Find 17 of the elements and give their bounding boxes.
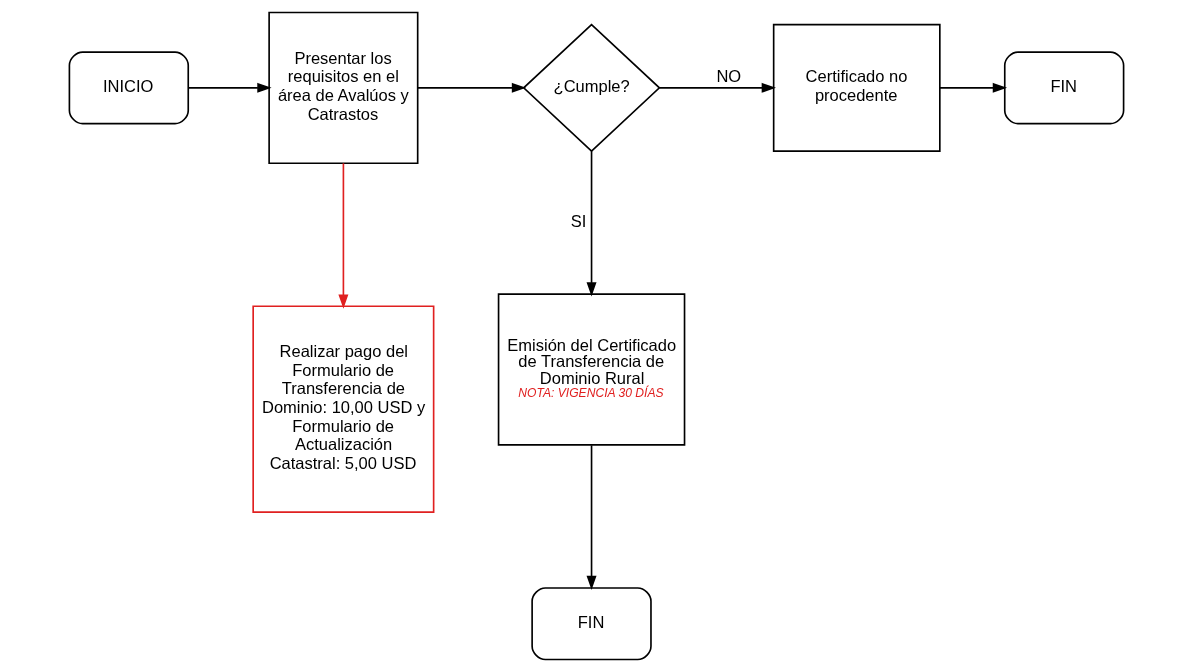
arrow [187,82,272,93]
node-diamond: ¿Cumple? [522,23,661,153]
edge-label: SI [570,211,586,230]
node-box: Certificado no procedente [772,23,941,152]
arrow [938,82,1007,93]
node-box: FIN [1003,51,1124,125]
edge-label: NO [715,67,741,86]
node-box: FIN [530,587,652,661]
arrow [586,150,597,297]
node-box: Emisión del Certificado de Transferencia de Dominio Rural NOTA: VIGENCIA 30 DÍAS [497,293,685,446]
node-box: Realizar pago del Formulario de Transferencia de Dominio: 10,00 USD y Formulario de Actualización Catastral: 5,00 USD [251,305,434,513]
arrow [337,162,348,309]
arrow [586,444,597,590]
node-box: INICIO [68,51,189,125]
arrow [416,82,526,93]
node-box: Presentar los requisitos en el área de Avalúos y Catrastos [267,11,418,165]
arrow [658,82,776,93]
